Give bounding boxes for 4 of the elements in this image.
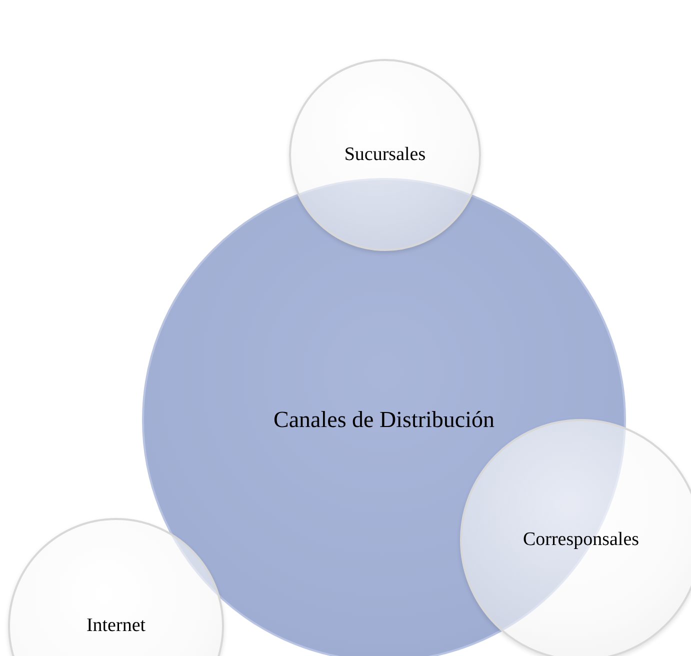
node-label: Sucursales xyxy=(344,144,426,166)
node-label: Canales de Distribución xyxy=(273,407,494,433)
node-label: Internet xyxy=(86,615,146,637)
node-label: Corresponsales xyxy=(522,529,640,551)
